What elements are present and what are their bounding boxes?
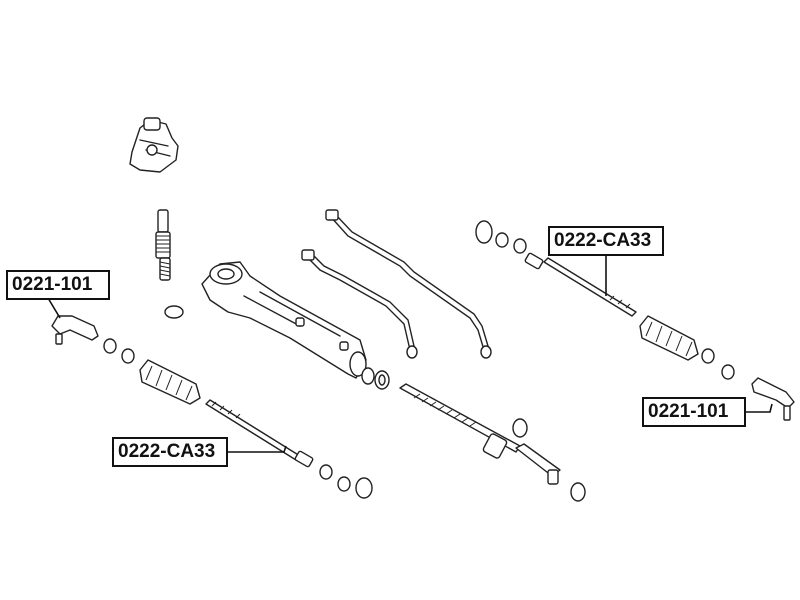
inner-tie-rod-right-part [524, 252, 637, 317]
callout-inner-tie-rod-right: 0222-CA33 [548, 226, 664, 256]
rack-boot-left [139, 359, 201, 405]
right-small-parts [475, 220, 586, 502]
hydraulic-lines [301, 209, 492, 359]
rack-boot-right [639, 315, 735, 380]
callout-inner-tie-rod-left: 0222-CA33 [112, 437, 228, 467]
callout-tie-rod-end-right: 0221-101 [642, 397, 746, 427]
valve-body [129, 117, 179, 173]
callout-tie-rod-end-left: 0221-101 [6, 270, 110, 300]
tie-rod-end-right-part [751, 377, 795, 421]
housing-rings [361, 367, 390, 390]
tie-rod-end-left-part [51, 315, 135, 364]
inner-tie-rod-left-part [205, 399, 373, 499]
leader-lines [47, 254, 773, 453]
pinion-shaft [155, 209, 184, 319]
rack-housing [201, 261, 367, 379]
rack-bar [399, 383, 561, 485]
